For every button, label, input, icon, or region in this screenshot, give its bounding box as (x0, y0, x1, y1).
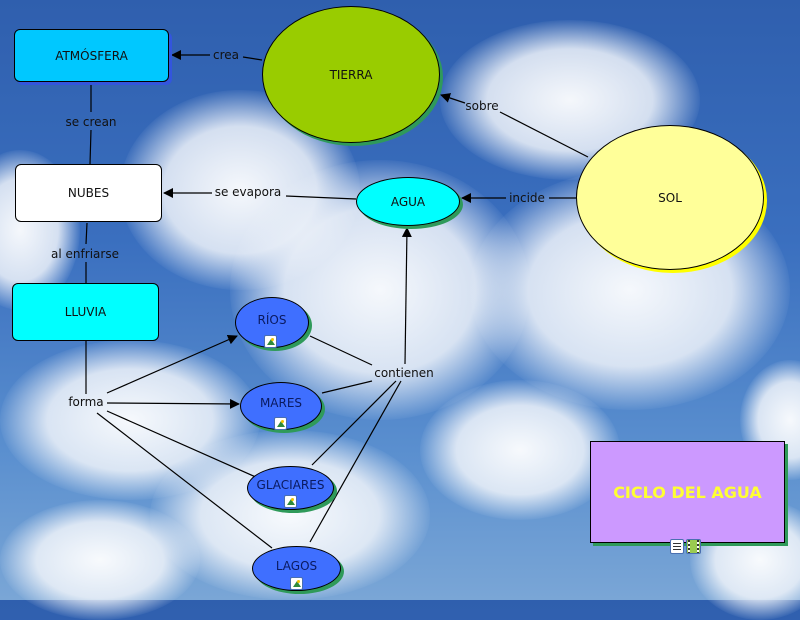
link-sobre-tierra (440, 93, 466, 104)
link-tierra-crea (242, 56, 263, 61)
image-icon[interactable] (274, 417, 287, 430)
link-rios-contienen (309, 335, 373, 366)
link-forma-rios (106, 335, 238, 394)
link-lagos-contienen (309, 380, 402, 543)
link-label-al-enfriarse[interactable]: al enfriarse (51, 247, 119, 261)
concept-lluvia-label: LLUVIA (64, 305, 107, 319)
concept-glaciares-label: GLACIARES (256, 478, 325, 492)
image-icon[interactable] (284, 495, 297, 508)
concept-sol[interactable]: SOL (576, 125, 764, 270)
concept-nubes[interactable]: NUBES (15, 164, 162, 222)
concept-tierra-label: TIERRA (329, 67, 373, 82)
link-nubes-alenfriarse (85, 222, 88, 245)
concept-lluvia[interactable]: LLUVIA (12, 283, 159, 341)
link-label-forma[interactable]: forma (68, 395, 104, 409)
link-agua-seevapora (285, 195, 357, 200)
concept-lagos-label: LAGOS (275, 558, 318, 573)
concept-ciclo-del-agua[interactable]: CICLO DEL AGUA (590, 441, 785, 543)
link-label-se-crean[interactable]: se crean (65, 115, 117, 129)
concept-atmosfera[interactable]: ATMÓSFERA (14, 29, 169, 82)
link-secrean-nubes (89, 129, 92, 165)
link-sol-sobre (499, 111, 589, 158)
link-label-sobre[interactable]: sobre (465, 99, 499, 113)
image-icon[interactable] (264, 335, 277, 348)
link-label-se-evapora[interactable]: se evapora (214, 185, 282, 199)
concept-agua-label: AGUA (390, 194, 426, 209)
document-icon[interactable] (670, 539, 684, 554)
link-forma-mares (106, 398, 240, 409)
concept-links (85, 50, 589, 549)
concept-sol-label: SOL (658, 190, 682, 205)
link-label-crea[interactable]: crea (212, 48, 240, 62)
link-glaciares-contienen (311, 380, 397, 466)
link-forma-lagos (96, 412, 273, 549)
concept-tierra[interactable]: TIERRA (262, 6, 440, 143)
link-label-contienen[interactable]: contienen (374, 366, 434, 380)
link-contienen-agua (401, 227, 412, 365)
concept-atmosfera-label: ATMÓSFERA (55, 48, 128, 63)
video-icon[interactable] (686, 539, 701, 554)
concept-rios-label: RÍOS (257, 312, 287, 327)
link-forma-glaciares (106, 410, 259, 479)
page-title: CICLO DEL AGUA (613, 482, 762, 502)
image-icon[interactable] (290, 577, 303, 590)
concept-mares-label: MARES (259, 396, 303, 410)
concept-nubes-label: NUBES (67, 186, 110, 200)
link-label-incide[interactable]: incide (509, 191, 545, 205)
link-mares-contienen (321, 380, 373, 394)
concept-agua[interactable]: AGUA (356, 177, 460, 226)
